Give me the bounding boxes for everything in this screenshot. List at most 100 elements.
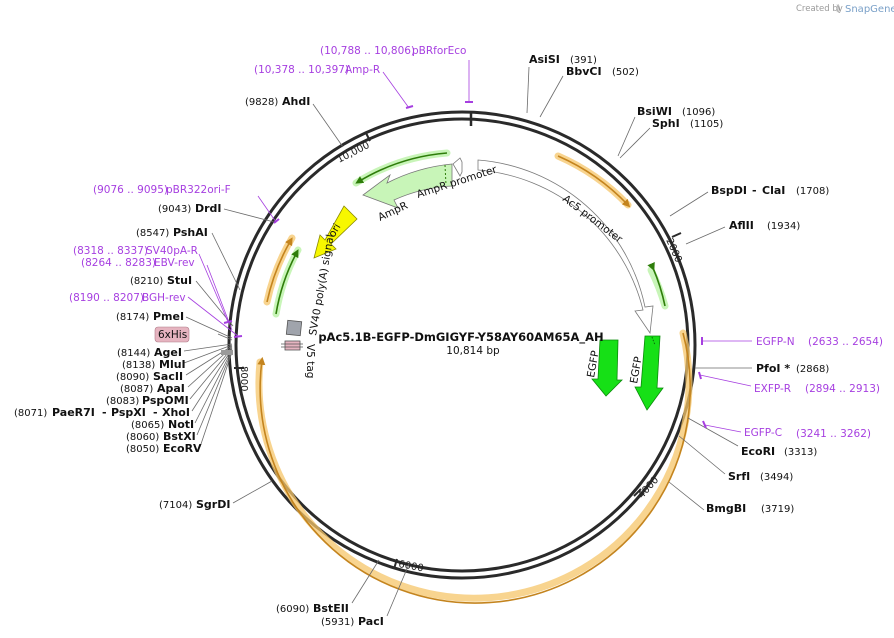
label-v5-tag: V5 tag: [304, 344, 316, 378]
site-bbvci-pos: (502): [612, 67, 639, 78]
tick-10000: [365, 132, 371, 142]
site-stui[interactable]: StuI: [167, 274, 192, 287]
primer-ampr-range: (10,378 .. 10,397): [254, 64, 349, 76]
ampr-split: [444, 164, 447, 186]
site-pfoi[interactable]: PfoI *: [756, 362, 790, 375]
site-drdi[interactable]: DrdI: [195, 202, 222, 215]
site-clai[interactable]: ClaI: [762, 184, 785, 197]
orf-arrow-2: [257, 332, 691, 604]
site-pspxi[interactable]: PspXI: [111, 406, 146, 419]
primer-bghrev-range: (8190 .. 8207): [69, 292, 144, 304]
site-paer7i-pos: (8071): [14, 408, 47, 419]
primer-sv40pa-range: (8318 .. 8337): [73, 245, 148, 257]
label-egfp-2: EGFP: [628, 356, 645, 385]
tick-4000: [633, 488, 642, 497]
egfp-arrow-2: [634, 335, 664, 411]
site-apai-pos: (8087): [120, 384, 153, 395]
plasmid-size: 10,814 bp: [446, 345, 500, 357]
ac5-promoter-arrow: [477, 159, 654, 335]
site-mlui[interactable]: MluI: [159, 358, 186, 371]
primer-egfpn[interactable]: EGFP-N: [756, 336, 795, 348]
site-pshai-pos: (8547): [136, 228, 169, 239]
primer-egfpc-range: (3241 .. 3262): [796, 428, 871, 440]
primer-sv40pa[interactable]: SV40pA-R: [146, 245, 198, 257]
site-sgrdi[interactable]: SgrDI: [196, 498, 230, 511]
site-asisi[interactable]: AsiSI: [529, 53, 560, 66]
site-ecori[interactable]: EcoRI: [741, 445, 775, 458]
site-ecori-pos: (3313): [784, 447, 817, 458]
his-tag-label: 6xHis: [158, 329, 187, 341]
site-pspomi[interactable]: PspOMI: [142, 394, 189, 407]
ampr-arrow: [362, 163, 453, 209]
site-pshai[interactable]: PshAI: [173, 226, 208, 239]
site-agei-pos: (8144): [117, 348, 150, 359]
primer-ebvrev-range: (8264 .. 8283): [81, 257, 156, 269]
site-ecorv[interactable]: EcoRV: [163, 442, 202, 455]
ampr-promoter-arrow: [452, 157, 463, 177]
site-bsiwi[interactable]: BsiWI: [637, 105, 672, 118]
site-bstxi[interactable]: BstXI: [163, 430, 196, 443]
label-egfp-1: EGFP: [585, 350, 602, 379]
primer-exfpr-range: (2894 .. 2913): [805, 383, 880, 395]
site-paer7i-sep-1: -: [102, 406, 107, 419]
site-sgrdi-pos: (7104): [159, 500, 192, 511]
site-ahdi-pos: (9828): [245, 97, 278, 108]
credit-brand: SnapGene: [845, 4, 894, 15]
primers: (10,788 .. 10,806) pBRforEco (10,378 .. …: [69, 45, 883, 440]
site-agei[interactable]: AgeI: [154, 346, 182, 359]
site-pspomi-pos: (8083): [106, 396, 139, 407]
label-ac5-promoter: Ac5 promoter: [560, 193, 625, 246]
tick-2000: [671, 232, 682, 238]
green-arc-right: [647, 262, 666, 307]
tag-box: [285, 319, 303, 337]
orf-arrow-1: [557, 155, 631, 208]
site-paer7i[interactable]: PaeR7I: [52, 406, 95, 419]
primer-ampr[interactable]: Amp-R: [345, 64, 380, 76]
egfp-arrow-1: [591, 339, 623, 397]
site-paer7i-sep-2: -: [153, 406, 158, 419]
site-clai-pos: (1708): [796, 186, 829, 197]
primer-pbrforeco-range: (10,788 .. 10,806): [320, 45, 415, 57]
site-srfi[interactable]: SrfI: [728, 470, 750, 483]
backbone-outer-ring: [227, 110, 697, 580]
site-bspdi-sep: -: [752, 184, 757, 197]
site-paci[interactable]: PacI: [358, 615, 384, 628]
site-sacii-pos: (8090): [116, 372, 149, 383]
site-bmgbi[interactable]: BmgBI: [706, 502, 746, 515]
site-ahdi[interactable]: AhdI: [282, 95, 310, 108]
primer-exfpr[interactable]: EXFP-R: [754, 383, 791, 395]
site-ecorv-pos: (8050): [126, 444, 159, 455]
site-bsteii[interactable]: BstEII: [313, 602, 349, 615]
primer-pbr322ori[interactable]: pBR322ori-F: [166, 184, 231, 196]
site-noti[interactable]: NotI: [168, 418, 194, 431]
site-aflii[interactable]: AflII: [729, 219, 754, 232]
primer-egfpn-range: (2633 .. 2654): [808, 336, 883, 348]
primer-egfpc[interactable]: EGFP-C: [744, 427, 782, 439]
site-sphi-pos: (1105): [690, 119, 723, 130]
site-pmei-pos: (8174): [116, 312, 149, 323]
site-apai[interactable]: ApaI: [157, 382, 185, 395]
green-arc-left: [275, 249, 299, 315]
site-sphi[interactable]: SphI: [652, 117, 680, 130]
ori-arrow: [313, 205, 358, 259]
site-bsiwi-pos: (1096): [682, 107, 715, 118]
site-stui-pos: (8210): [130, 276, 163, 287]
site-bspdi[interactable]: BspDI: [711, 184, 747, 197]
credit-prefix: Created by: [796, 4, 843, 14]
primer-bghrev[interactable]: BGH-rev: [142, 292, 186, 304]
site-cluster-mark: [221, 350, 233, 355]
primer-pbrforeco[interactable]: pBRforEco: [412, 45, 466, 57]
orf-highlights: [255, 152, 693, 604]
tick-label-8000: 8000: [238, 366, 249, 391]
site-bbvci[interactable]: BbvCI: [566, 65, 602, 78]
tick-6000: [393, 558, 398, 570]
site-pmei[interactable]: PmeI: [153, 310, 184, 323]
site-sacii[interactable]: SacII: [153, 370, 183, 383]
site-xhoi[interactable]: XhoI: [162, 406, 190, 419]
v5-tag-box: [284, 340, 301, 351]
primer-pbr322ori-range: (9076 .. 9095): [93, 184, 168, 196]
plasmid-name: pAc5.1B-EGFP-DmGIGYF-Y58AY60AM65A_AH: [318, 330, 603, 345]
snapgene-credit: Created by ⟫ SnapGene: [796, 4, 894, 15]
primer-ebvrev[interactable]: EBV-rev: [154, 257, 195, 269]
